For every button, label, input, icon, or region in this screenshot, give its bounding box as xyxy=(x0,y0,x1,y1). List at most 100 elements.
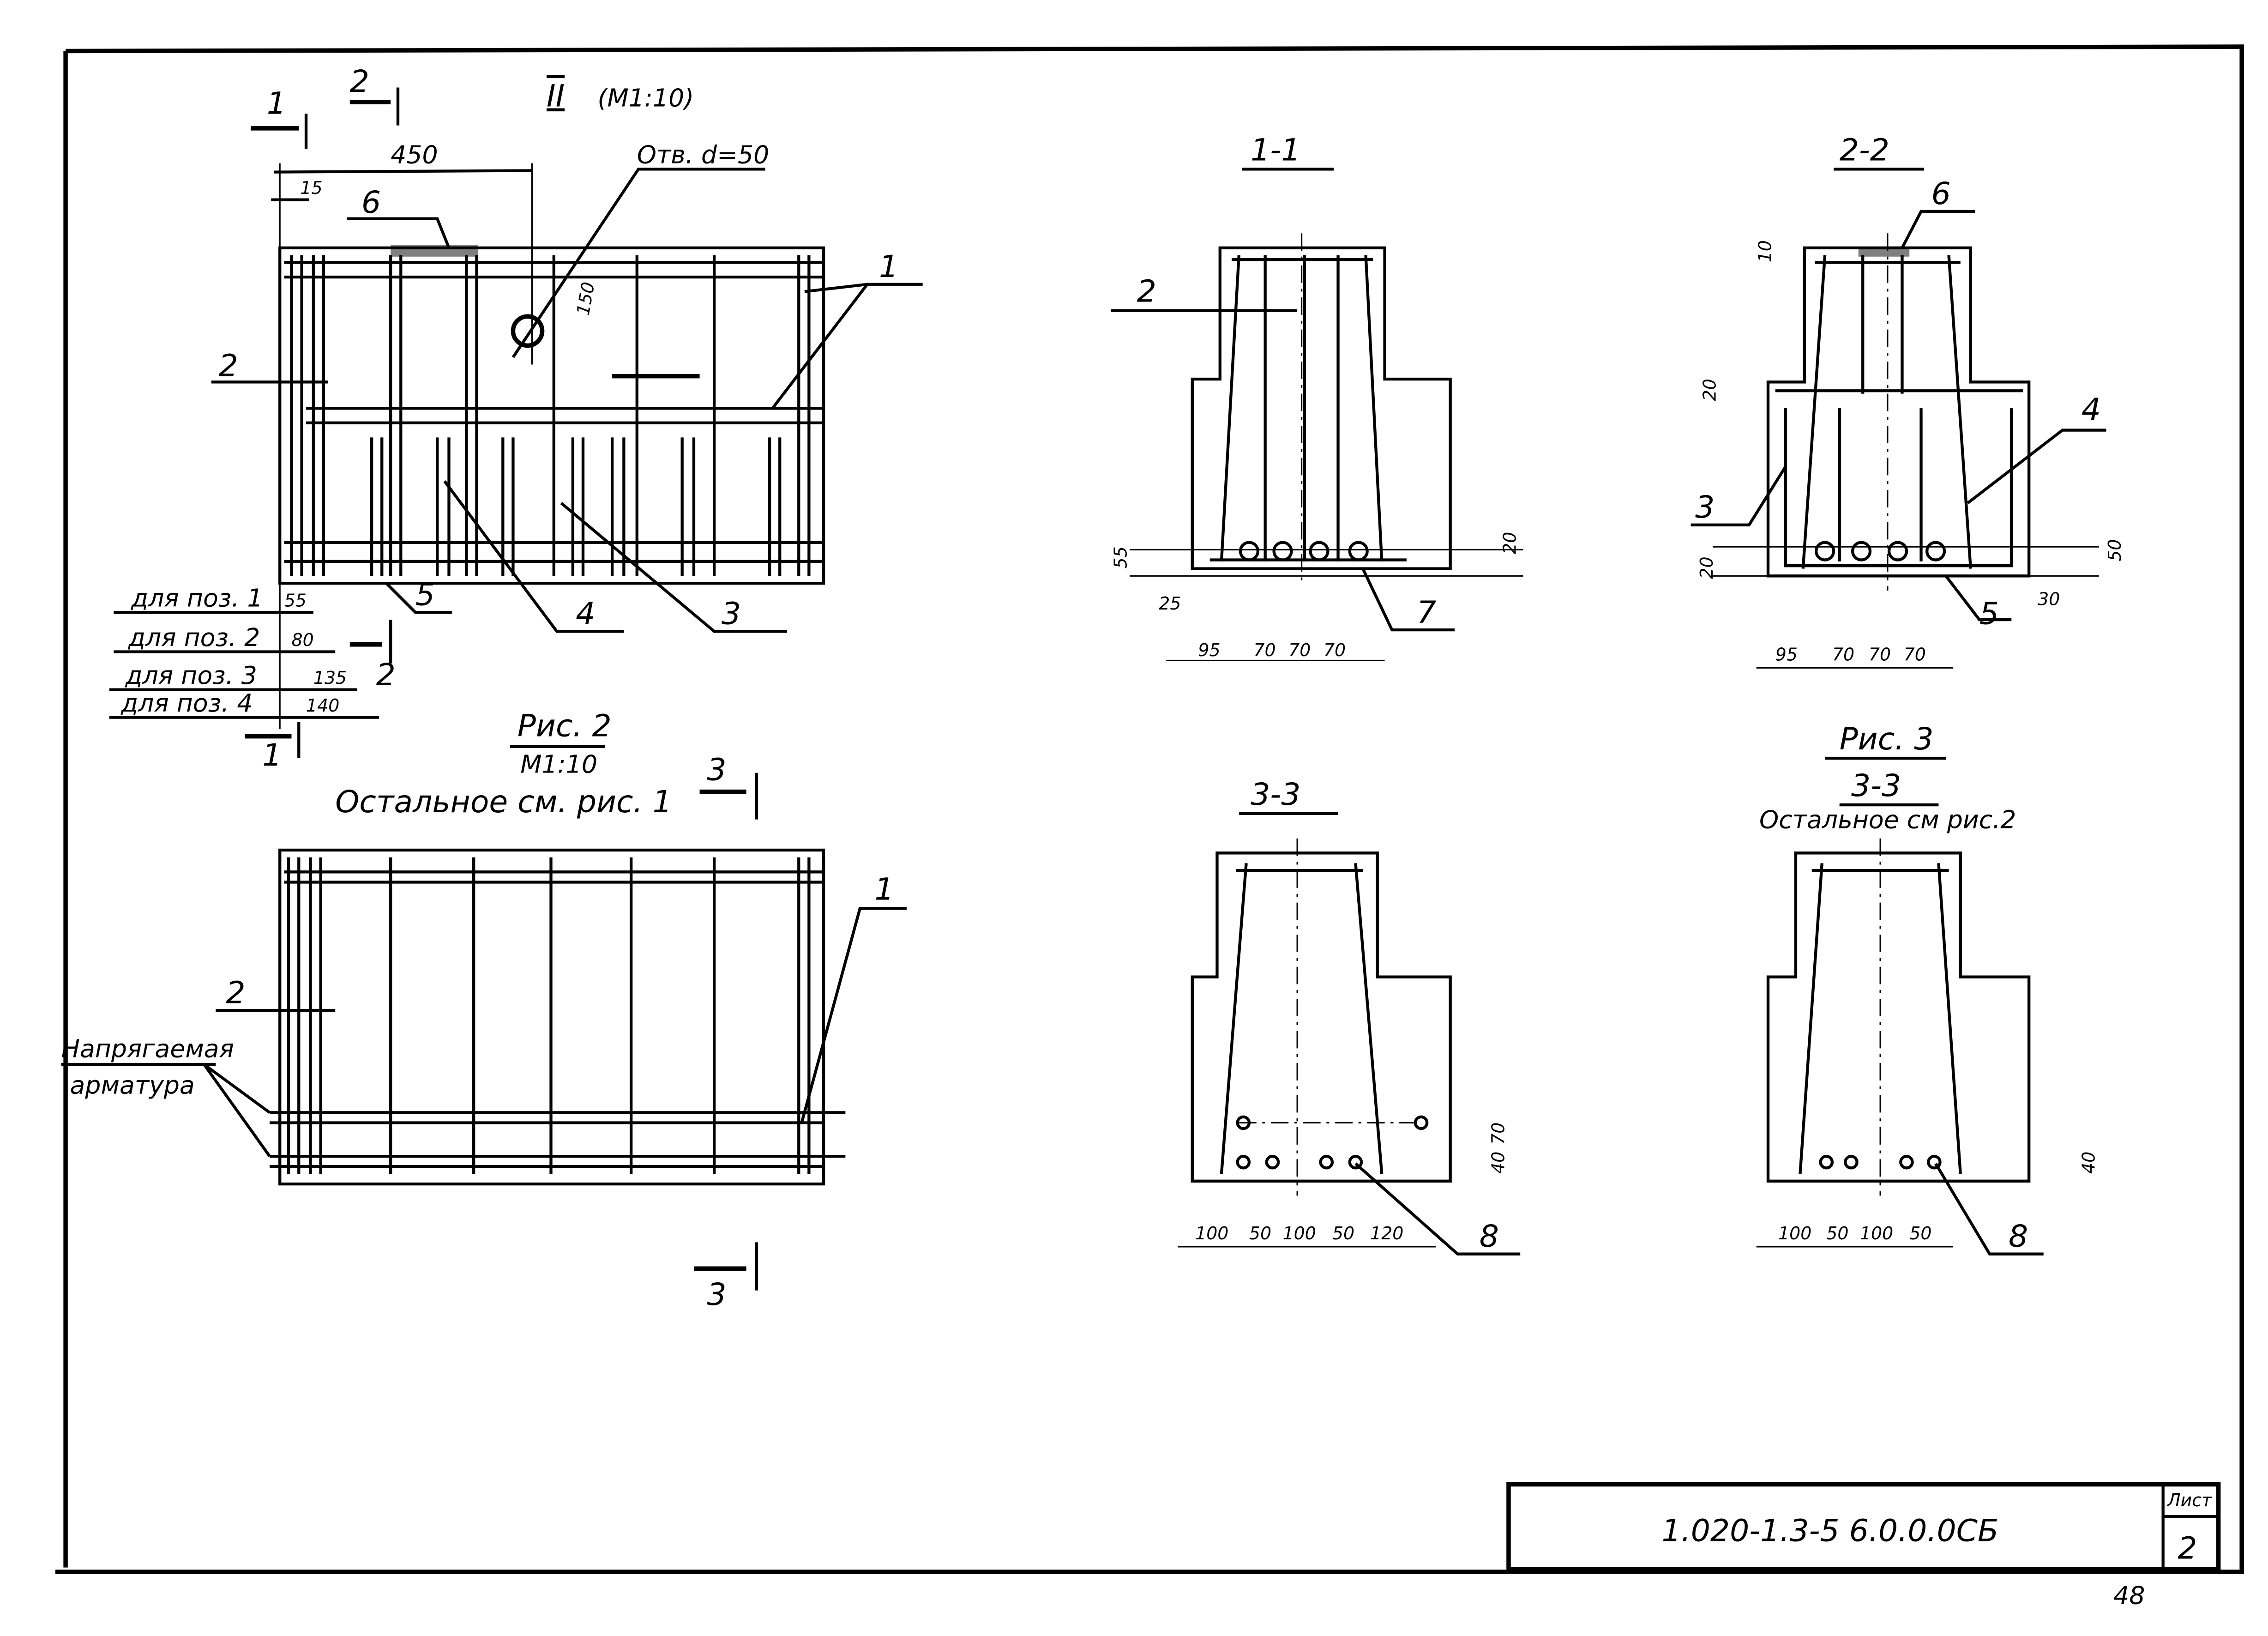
dim-3-3-100a: 100 xyxy=(1195,1223,1228,1244)
pos-label-1: 1 xyxy=(879,248,898,284)
rebar-section-circle xyxy=(1319,1154,1334,1170)
rebar-section-circle xyxy=(1236,1154,1251,1170)
dim-3-3-40: 40 xyxy=(1488,1152,1508,1174)
section-3-3-title: 3-3 xyxy=(1251,776,1300,812)
dim-2-2-20a: 20 xyxy=(1699,379,1720,401)
offset-label-4: для поз. 4 xyxy=(120,688,253,718)
sheet-number: 2 xyxy=(2178,1530,2197,1566)
hole-note: Отв. d=50 xyxy=(637,140,770,169)
fig2-note: Остальное см. рис. 1 xyxy=(335,784,672,820)
section-mark-2-bottom: 2 xyxy=(376,657,396,693)
sheet-frame xyxy=(55,44,2244,1574)
dim-2-2-10: 10 xyxy=(1755,240,1775,262)
offset-value-4: 140 xyxy=(306,695,339,716)
figure-3: Рис. 3 3-3 Остальное см рис.2 8 100 50 1… xyxy=(1756,721,2099,1256)
rebar-section-circle xyxy=(1815,541,1835,561)
pos-label-3: 3 xyxy=(722,596,741,632)
dim-450: 450 xyxy=(391,140,438,169)
view-main: II (М1:10) 1 2 450 15 Отв. d=50 150 2 xyxy=(109,63,923,773)
section-1-1-title: 1-1 xyxy=(1251,132,1300,168)
dim-f3-40: 40 xyxy=(2078,1152,2099,1174)
rebar-section-circle xyxy=(1265,1154,1280,1170)
dim-1-1-20: 20 xyxy=(1500,532,1520,554)
rebar-section-circle xyxy=(1887,541,1908,561)
rebar-section-circle xyxy=(1239,541,1260,561)
section-2-2-pos-5: 5 xyxy=(1979,596,1999,632)
dim-f3-100a: 100 xyxy=(1778,1223,1811,1244)
pos-label-5: 5 xyxy=(415,576,435,612)
dim-1-1-25: 25 xyxy=(1159,593,1181,614)
dim-2-2-70b: 70 xyxy=(1869,644,1891,664)
dim-2-2-50: 50 xyxy=(2105,539,2125,561)
dim-1-1-95: 95 xyxy=(1198,640,1220,660)
page-number: 48 xyxy=(2113,1581,2145,1610)
rebar-section-circle xyxy=(1925,541,1946,561)
rebar-section-circle xyxy=(1899,1154,1914,1170)
pos-label-6: 6 xyxy=(361,184,381,220)
fig2-title: Рис. 2 xyxy=(517,708,612,744)
rebar-section-circle xyxy=(1927,1154,1942,1170)
section-mark-1-bottom: 1 xyxy=(262,737,282,773)
offset-label-3: для поз. 3 xyxy=(125,661,257,690)
drawing-designation: 1.020-1.3-5 6.0.0.0СБ xyxy=(1661,1513,1998,1549)
fig2-pos-1: 1 xyxy=(874,871,894,907)
offset-value-3: 135 xyxy=(313,668,347,688)
sheet-label: Лист xyxy=(2166,1490,2212,1510)
pos-label-4: 4 xyxy=(576,596,595,632)
prestressed-label-1: Напрягаемая xyxy=(61,1034,234,1063)
figure-2: Рис. 2 М1:10 Остальное см. рис. 1 3 3 1 … xyxy=(61,708,907,1312)
offset-dims: для поз. 1 55 для поз. 2 80 для поз. 3 1… xyxy=(109,583,379,729)
pos-label-2: 2 xyxy=(219,348,238,384)
dim-2-2-70a: 70 xyxy=(1832,644,1854,664)
offset-label-1: для поз. 1 xyxy=(131,584,263,613)
section-1-1-pos-7: 7 xyxy=(1417,594,1436,630)
dim-2-2-70c: 70 xyxy=(1904,644,1926,664)
section-mark-3-bottom: 3 xyxy=(707,1276,726,1312)
dim-3-3-120: 120 xyxy=(1370,1223,1403,1244)
fig3-note: Остальное см рис.2 xyxy=(1759,805,2016,834)
section-2-2-pos-3: 3 xyxy=(1695,489,1715,525)
dim-15: 15 xyxy=(300,178,322,198)
dim-2-2-95: 95 xyxy=(1775,644,1798,664)
fig2-pos-2: 2 xyxy=(226,975,245,1011)
fig3-pos-8: 8 xyxy=(2009,1218,2028,1254)
view-scale: (М1:10) xyxy=(598,84,694,113)
fig3-title: Рис. 3 xyxy=(1840,721,1934,757)
section-1-1: 1-1 2 7 55 25 20 95 70 70 70 xyxy=(1111,132,1523,662)
rebar-section-circle xyxy=(1348,1154,1363,1170)
section-mark-3-top: 3 xyxy=(707,751,726,787)
dim-3-3-50a: 50 xyxy=(1249,1223,1271,1244)
dim-2-2-30: 30 xyxy=(2038,589,2060,609)
offset-value-1: 55 xyxy=(284,591,307,611)
prestressed-label-2: арматура xyxy=(70,1070,195,1099)
rebar-section-circle xyxy=(1348,541,1369,561)
title-block: 1.020-1.3-5 6.0.0.0СБ Лист 2 48 xyxy=(1506,1482,2221,1610)
fig2-scale: М1:10 xyxy=(520,750,597,779)
dim-3-3-70: 70 xyxy=(1488,1123,1508,1145)
rebar-section-circle xyxy=(1236,1115,1251,1130)
section-2-2-title: 2-2 xyxy=(1840,132,1889,168)
rebar-section-circle xyxy=(1844,1154,1859,1170)
section-1-1-pos-2: 2 xyxy=(1137,273,1156,309)
section-3-3-pos-8: 8 xyxy=(1480,1218,1499,1254)
offset-label-2: для поз. 2 xyxy=(128,623,260,652)
dim-1-1-55: 55 xyxy=(1111,546,1131,568)
hole-circle xyxy=(511,314,545,348)
dim-3-3-50b: 50 xyxy=(1332,1223,1354,1244)
rebar-section-circle xyxy=(1309,541,1330,561)
dim-1-1-70c: 70 xyxy=(1324,640,1346,660)
section-2-2-pos-6: 6 xyxy=(1931,175,1951,211)
offset-value-2: 80 xyxy=(291,630,313,650)
dim-f3-50a: 50 xyxy=(1826,1223,1848,1244)
rebar-section-circle xyxy=(1851,541,1872,561)
rebar-section-circle xyxy=(1819,1154,1834,1170)
section-mark-1-top: 1 xyxy=(267,85,286,121)
dim-3-3-100b: 100 xyxy=(1283,1223,1316,1244)
dim-f3-50b: 50 xyxy=(1909,1223,1931,1244)
section-2-2-pos-4: 4 xyxy=(2082,391,2101,427)
section-3-3: 3-3 8 100 50 100 50 120 70 40 xyxy=(1178,776,1521,1256)
dim-1-1-70a: 70 xyxy=(1253,640,1275,660)
section-mark-2-top: 2 xyxy=(350,63,369,99)
section-2-2: 2-2 6 3 4 5 10 20 20 50 30 95 70 70 70 xyxy=(1690,132,2125,669)
